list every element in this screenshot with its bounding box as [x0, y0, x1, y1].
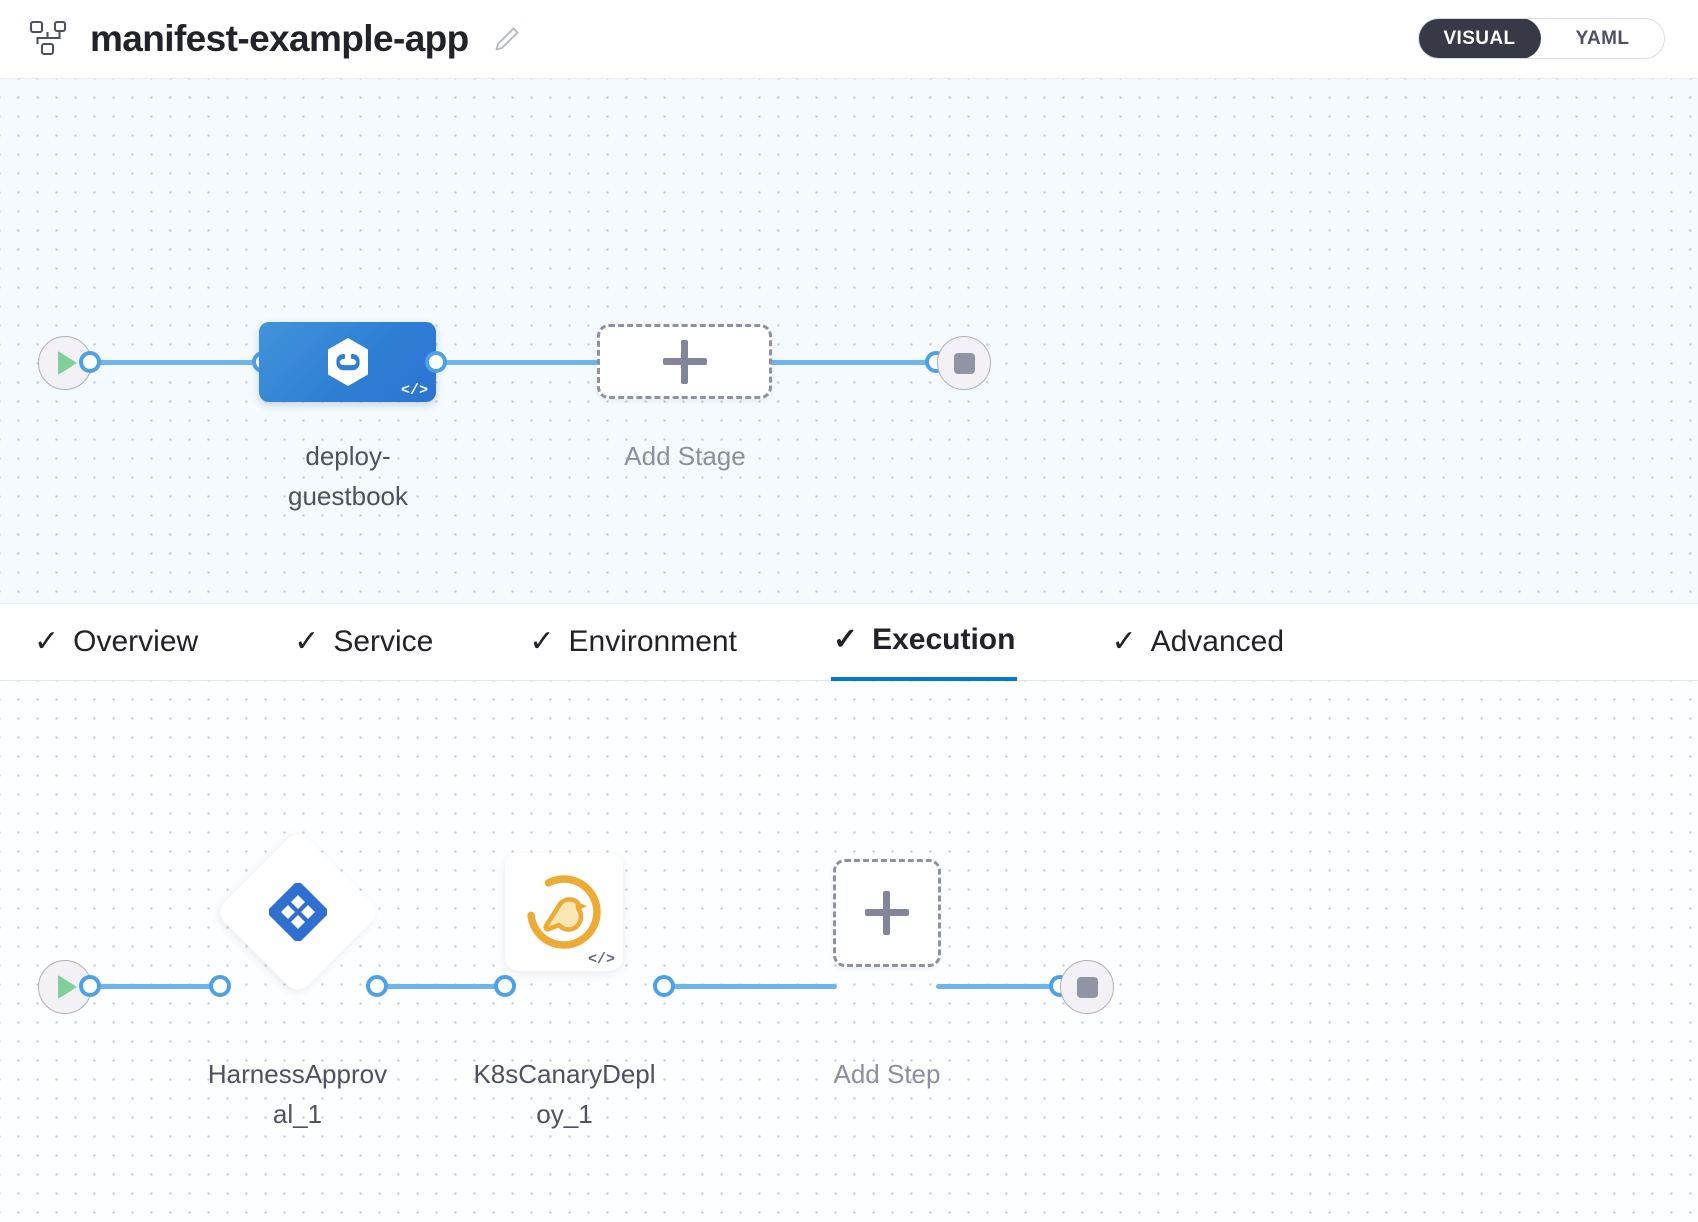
step-icon-wrap-approval — [239, 853, 357, 971]
stage-config-tabs[interactable]: ✓ Overview ✓ Service ✓ Environment ✓ Exe… — [0, 604, 1698, 681]
play-icon — [58, 975, 77, 999]
page-title: manifest-example-app — [90, 18, 469, 59]
canary-bird-icon — [525, 873, 603, 951]
plus-icon — [662, 339, 707, 384]
tab-overview[interactable]: ✓ Overview — [32, 604, 200, 681]
check-icon: ✓ — [1111, 625, 1137, 658]
canary-input-port[interactable] — [494, 975, 516, 997]
approval-output-port[interactable] — [366, 975, 388, 997]
stage-node-deploy-guestbook[interactable]: </> — [259, 322, 436, 402]
tab-environment[interactable]: ✓ Environment — [527, 604, 739, 681]
tab-label-service: Service — [333, 625, 434, 658]
start-output-port[interactable] — [79, 351, 101, 373]
add-stage-label: Add Stage — [624, 441, 746, 471]
edge-add-to-end — [752, 360, 932, 365]
stop-icon — [953, 352, 975, 374]
edge-add-to-end — [936, 984, 1056, 989]
stage-node-label: deploy- guestbook — [288, 441, 408, 512]
app-header: manifest-example-app VISUAL YAML — [0, 0, 1698, 79]
stage-output-port[interactable] — [425, 351, 447, 373]
edge-stage-to-add — [420, 360, 598, 365]
pipeline-icon — [26, 17, 70, 61]
tab-execution[interactable]: ✓ Execution — [830, 604, 1018, 681]
canary-output-port[interactable] — [653, 975, 675, 997]
step-node-k8s-canary-deploy[interactable]: </> — [505, 853, 623, 971]
add-step-button[interactable] — [833, 859, 941, 967]
check-icon: ✓ — [529, 625, 555, 658]
pipeline-end-node[interactable] — [937, 336, 991, 390]
edge-start-to-stage — [88, 360, 263, 365]
tab-label-execution: Execution — [872, 623, 1016, 656]
execution-graph-canvas[interactable]: HarnessApprov al_1 </> K8sCanaryDepl oy_… — [0, 681, 1698, 1222]
tab-label-environment: Environment — [568, 625, 737, 658]
harness-approval-icon — [267, 881, 329, 943]
add-stage-button[interactable] — [597, 324, 772, 399]
edge-start-to-approval — [88, 984, 228, 989]
check-icon: ✓ — [294, 625, 320, 658]
check-icon: ✓ — [34, 625, 60, 658]
harness-hexagon-icon — [321, 335, 375, 389]
exec-start-output-port[interactable] — [79, 975, 101, 997]
stage-code-badge[interactable]: </> — [400, 382, 428, 399]
tab-advanced[interactable]: ✓ Advanced — [1109, 604, 1286, 681]
step-label-harness-approval: HarnessApprov al_1 — [207, 1059, 388, 1130]
plus-icon — [865, 891, 909, 935]
edit-pencil-icon[interactable] — [493, 25, 521, 53]
stop-icon — [1076, 976, 1098, 998]
add-step-label: Add Step — [833, 1059, 941, 1089]
header-left-group: manifest-example-app — [0, 17, 521, 61]
edge-canary-to-add — [662, 984, 837, 989]
step-code-badge[interactable]: </> — [587, 951, 615, 968]
stage-graph-canvas[interactable]: </> deploy- guestbook Add Stage — [0, 79, 1698, 604]
pipeline-start-node[interactable] — [38, 336, 92, 390]
tab-label-advanced: Advanced — [1150, 625, 1285, 658]
play-icon — [58, 351, 77, 375]
tab-service[interactable]: ✓ Service — [292, 604, 435, 681]
tab-label-overview: Overview — [73, 625, 199, 658]
toggle-option-yaml[interactable]: YAML — [1575, 27, 1630, 49]
view-mode-toggle[interactable]: VISUAL YAML — [1418, 18, 1665, 59]
check-icon: ✓ — [832, 623, 859, 656]
toggle-option-visual[interactable]: VISUAL — [1419, 19, 1541, 58]
approval-input-port[interactable] — [209, 975, 231, 997]
step-label-k8s-canary-deploy: K8sCanaryDepl oy_1 — [473, 1059, 656, 1130]
edge-approval-to-canary — [374, 984, 514, 989]
execution-end-node[interactable] — [1060, 960, 1114, 1014]
